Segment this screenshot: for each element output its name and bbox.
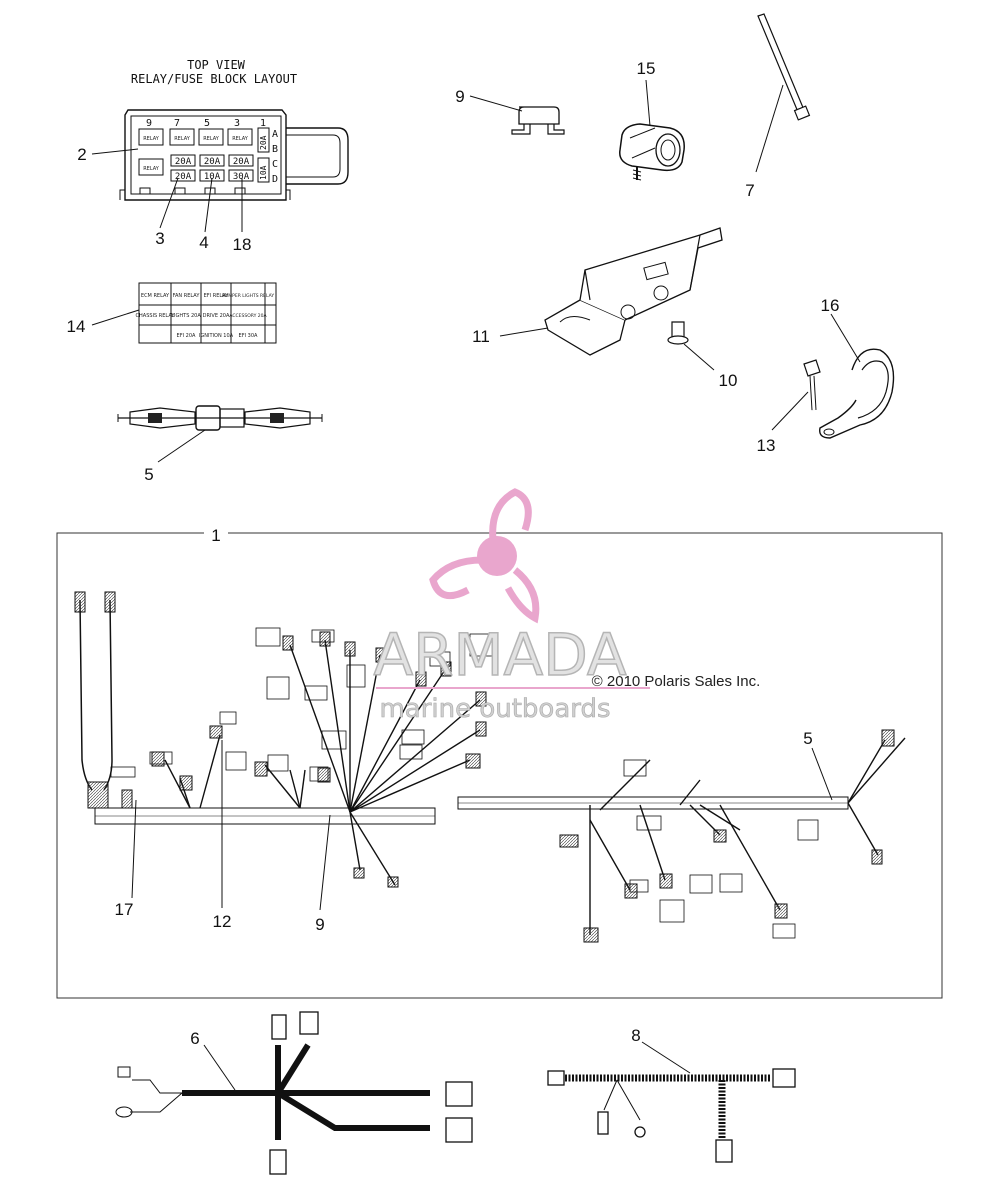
relay-fuse-block-layout: TOP VIEW RELAY/FUSE BLOCK LAYOUT 9 7 5 3… — [91, 58, 349, 233]
side-fuse-rating: 10A — [259, 165, 268, 180]
callout-13: 13 — [757, 436, 776, 455]
callout-10: 10 — [719, 371, 738, 390]
pos-5: 5 — [204, 118, 210, 129]
pos-7: 7 — [174, 118, 180, 129]
fuse-rating: 20A — [233, 157, 250, 167]
row-letter-d: D — [272, 174, 278, 185]
propeller-logo — [429, 488, 540, 624]
callout-3: 3 — [155, 229, 164, 248]
fuse-decal: ECM RELAY FAN RELAY EFI RELAY BUMPER LIG… — [91, 282, 277, 344]
row-letter-c: C — [272, 159, 278, 170]
pos-1: 1 — [260, 118, 266, 129]
fuse-rating: 20A — [175, 172, 192, 182]
mounting-bracket — [499, 227, 723, 356]
pos-9: 9 — [146, 118, 152, 129]
callout-2: 2 — [77, 145, 86, 164]
callout-1: 1 — [211, 526, 220, 545]
decal-cell: DRIVE 20A — [203, 313, 230, 319]
bolt — [771, 359, 821, 431]
row-letter-a: A — [272, 129, 278, 140]
callout-18: 18 — [233, 235, 252, 254]
connector-clip — [619, 79, 685, 181]
fuse-rating: 10A — [204, 172, 221, 182]
push-rivet — [667, 321, 715, 371]
layout-title-line1: TOP VIEW — [187, 58, 246, 72]
fuse-rating: 30A — [233, 172, 250, 182]
sub-harness-6 — [115, 1011, 473, 1175]
callout-9: 9 — [455, 87, 464, 106]
fuse-rating: 20A — [204, 157, 221, 167]
relay-label: RELAY — [203, 136, 220, 142]
decal-cell: FAN RELAY — [173, 293, 201, 299]
callout-16: 16 — [821, 296, 840, 315]
inline-fuse-holder — [117, 405, 323, 463]
circuit-breaker — [469, 95, 565, 135]
armada-watermark: ARMADA marine outboards © 2010 Polaris S… — [373, 488, 761, 724]
decal-cell: IGNITION 10A — [199, 333, 234, 339]
relay-label: RELAY — [174, 136, 191, 142]
relay-label: RELAY — [232, 136, 249, 142]
callout-15: 15 — [637, 59, 656, 78]
layout-title-line2: RELAY/FUSE BLOCK LAYOUT — [131, 72, 297, 86]
cable-tie — [755, 13, 811, 173]
decal-cell: CHASSIS RELAY — [136, 313, 176, 319]
callout-12: 12 — [213, 912, 232, 931]
watermark-brand: ARMADA — [373, 621, 626, 689]
relay-label: RELAY — [143, 166, 160, 172]
main-harness-assembly — [56, 524, 943, 999]
decal-cell: EFI RELAY — [204, 293, 230, 299]
propeller-hub — [477, 536, 517, 576]
pos-3: 3 — [234, 118, 240, 129]
side-fuse-rating: 20A — [259, 135, 268, 150]
callout-4: 4 — [199, 233, 208, 252]
decal-cell: ACCESSORY 20A — [229, 313, 267, 319]
fuse-rating: 20A — [175, 157, 192, 167]
watermark-tagline: marine outboards — [379, 694, 610, 724]
p-clamp — [819, 313, 895, 439]
relay-label: RELAY — [143, 136, 160, 142]
callout-6: 6 — [190, 1029, 199, 1048]
callout-17: 17 — [115, 900, 134, 919]
decal-cell: EFI 20A — [177, 333, 196, 339]
decal-cell: ECM RELAY — [141, 293, 170, 299]
decal-cell: BUMPER LIGHTS RELAY — [222, 293, 274, 299]
callout-8: 8 — [631, 1026, 640, 1045]
callout-11: 11 — [472, 327, 490, 346]
callout-14: 14 — [67, 317, 86, 336]
decal-cell: LIGHTS 20A — [171, 313, 201, 319]
callout-7: 7 — [745, 181, 754, 200]
callout-5: 5 — [803, 729, 812, 748]
callout-5: 5 — [144, 465, 153, 484]
sub-harness-8 — [547, 1041, 796, 1163]
callout-9: 9 — [315, 915, 324, 934]
row-letter-b: B — [272, 144, 278, 155]
decal-cell: EFI 30A — [239, 333, 258, 339]
copyright-notice: © 2010 Polaris Sales Inc. — [592, 673, 761, 690]
